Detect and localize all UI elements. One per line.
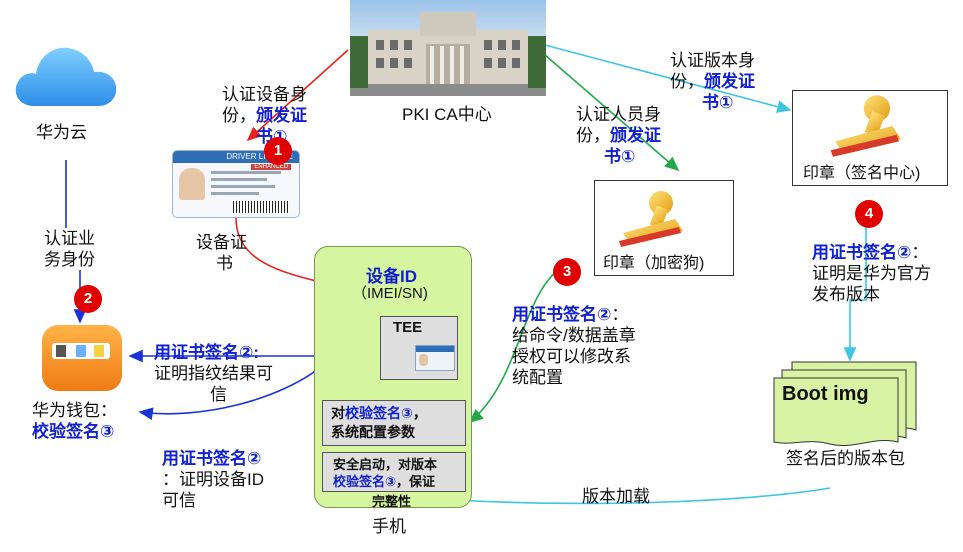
signcenter-note: 用证书签名②： 证明是华为官方 发布版本 (812, 243, 931, 304)
badge-4: 4 (855, 200, 883, 228)
tee-card-icon (415, 345, 455, 371)
phone-label: 手机 (372, 517, 406, 536)
signcenter-label: 印章（签名中心) (803, 165, 921, 182)
tee-box: TEE (380, 316, 458, 380)
link-ca-dongle-label: 认证人员身 份，颁发证 书① (576, 105, 661, 166)
tee-label: TEE (393, 319, 423, 336)
version-load-label: 版本加载 (582, 487, 650, 506)
arrow-ca-to-device-cert (246, 49, 349, 142)
phone-integrity-text: 完整性 (372, 494, 412, 509)
pki-ca-label: PKI CA中心 (402, 105, 492, 124)
dongle-label: 印章（加密狗) (603, 255, 705, 272)
wallet-label: 华为钱包： 校验签名③ (32, 401, 117, 441)
card-tag: ENHANCED (251, 164, 291, 170)
wallet-icon (42, 325, 122, 391)
arrow-ca-to-dongle (544, 54, 680, 172)
stamp-icon (825, 93, 909, 159)
bootimg-title: Boot img (782, 383, 869, 405)
link-cloud-wallet-label: 认证业务身份 (44, 228, 95, 270)
pki-building-image (350, 0, 546, 96)
arrow-phone-to-wallet-curve (138, 365, 323, 421)
device-id-imei: （IMEI/SN) (352, 285, 428, 302)
arrow-bootimg-to-phone (418, 487, 831, 506)
fingerprint-note: 用证书签名②: 证明指纹结果可 信 (154, 343, 273, 404)
arrow-dongle-to-phone (468, 267, 561, 424)
phone-config-box: 对校验签名③， 系统配置参数 (322, 400, 466, 446)
bootimg-label: 签名后的版本包 (786, 449, 905, 468)
device-cert-label: 设备证书 (196, 233, 247, 273)
arrow-signcenter-to-bootimg (843, 200, 867, 362)
link-ca-signcenter-label: 认证版本身 份，颁发证 书① (670, 51, 755, 112)
phone-secureboot-box: 安全启动，对版本 校验签名③，保证 (322, 452, 466, 492)
stamp-icon (617, 189, 687, 249)
arrow-ca-to-signcenter (544, 44, 792, 113)
link-ca-device-label: 认证设备身 份，颁发证 书① (222, 85, 307, 146)
device-id-note: 用证书签名② ：证明设备ID 可信 (162, 449, 264, 510)
dongle-note: 用证书签名②： 给命令/数据盖章 授权可以修改系 统配置 (512, 305, 636, 387)
device-id-title: 设备ID (366, 267, 417, 286)
cloud-label: 华为云 (36, 123, 87, 142)
dongle-box: 印章（加密狗) (594, 180, 734, 276)
bootimg-stack (772, 360, 918, 446)
badge-2: 2 (74, 285, 102, 313)
signcenter-box: 印章（签名中心) (792, 90, 948, 186)
badge-1: 1 (264, 137, 292, 165)
card-photo (179, 168, 205, 200)
cloud-icon (10, 36, 122, 112)
badge-3: 3 (553, 258, 581, 286)
